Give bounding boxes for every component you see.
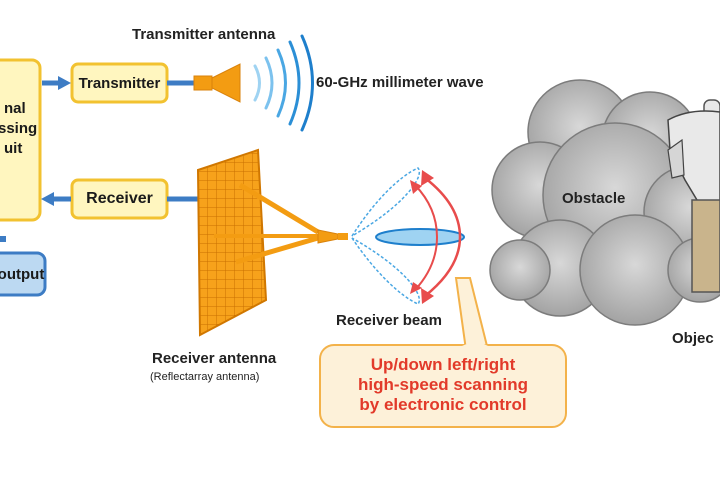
signal-processing-line-3: uit <box>4 140 23 157</box>
obstacle-label: Obstacle <box>562 190 626 207</box>
output-label: output <box>0 265 45 283</box>
receiver-antenna-sublabel: (Reflectarray antenna) <box>150 371 260 383</box>
signal-processing-line-1: nal <box>4 100 26 117</box>
callout-bubble <box>319 277 567 428</box>
signal-processing-line-2: ssing <box>0 120 38 137</box>
transmitter-antenna-label: Transmitter antenna <box>132 26 276 43</box>
receiver-beam-icon <box>351 167 465 305</box>
obstacle-cloud-icon <box>489 79 720 326</box>
callout-line-1: Up/down left/right <box>370 355 516 374</box>
transmitter-label: Transmitter <box>78 74 161 92</box>
person-object-icon <box>667 99 720 293</box>
receiver-beam-label: Receiver beam <box>336 312 442 329</box>
reflectarray-antenna-icon <box>196 148 348 337</box>
arrow-receiver-to-circuit <box>41 192 71 206</box>
receiver-label: Receiver <box>86 190 153 207</box>
object-label: Objec <box>672 330 714 347</box>
arrow-circuit-to-transmitter <box>42 76 71 90</box>
signal-processing-label: nal ssing uit <box>0 100 46 180</box>
output-box <box>0 251 47 297</box>
millimeter-wave-icon <box>253 34 314 132</box>
callout-text: Up/down left/right high-speed scanning b… <box>320 355 566 415</box>
transmitter-horn-icon <box>193 63 241 103</box>
output-link-marker <box>0 236 6 242</box>
wave-label: 60-GHz millimeter wave <box>316 74 484 91</box>
signal-processing-box <box>0 58 42 222</box>
callout-line-3: by electronic control <box>359 395 527 414</box>
callout-line-2: high-speed scanning <box>357 375 529 394</box>
receiver-antenna-label: Receiver antenna <box>152 350 277 367</box>
